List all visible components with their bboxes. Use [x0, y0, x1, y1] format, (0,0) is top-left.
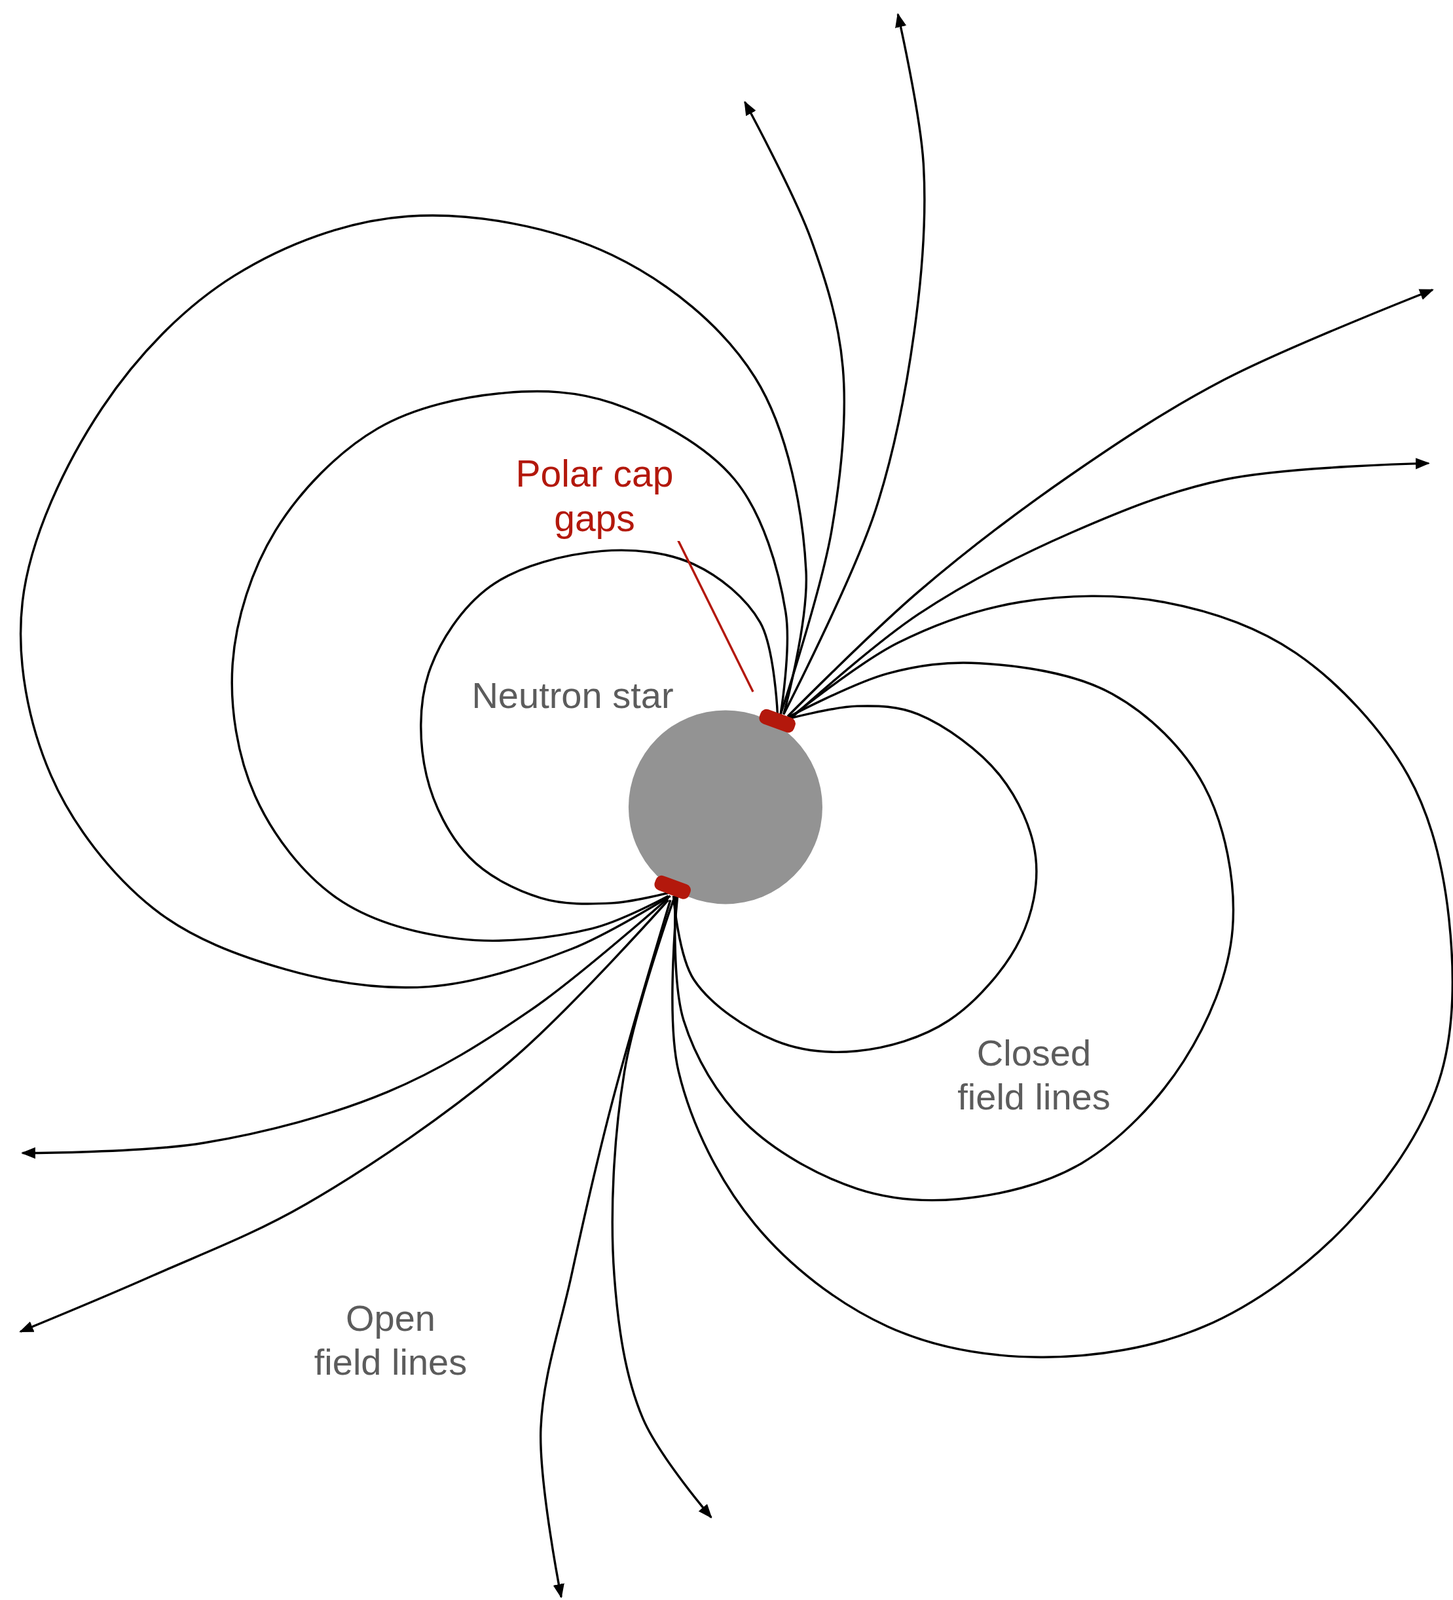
polar-cap-gap: [757, 707, 798, 735]
open-field-line: [783, 14, 925, 715]
polar-cap-label: Polar cap gaps: [493, 451, 696, 541]
polar-cap-gap: [652, 873, 693, 901]
open-field-line: [787, 289, 1433, 716]
open-field-line: [22, 897, 668, 1154]
open-field-line: [20, 899, 669, 1332]
open-field-line: [790, 462, 1429, 719]
neutron-star-label: Neutron star: [468, 673, 678, 718]
open-lines-label: Open field lines: [309, 1295, 472, 1384]
field-lines: [20, 14, 1453, 1598]
open-field-line: [540, 899, 671, 1597]
closed-lines-label: Closed field lines: [953, 1030, 1115, 1119]
neutron-star: [628, 709, 823, 904]
open-field-line: [612, 899, 712, 1518]
closed-field-line: [672, 595, 1453, 1357]
